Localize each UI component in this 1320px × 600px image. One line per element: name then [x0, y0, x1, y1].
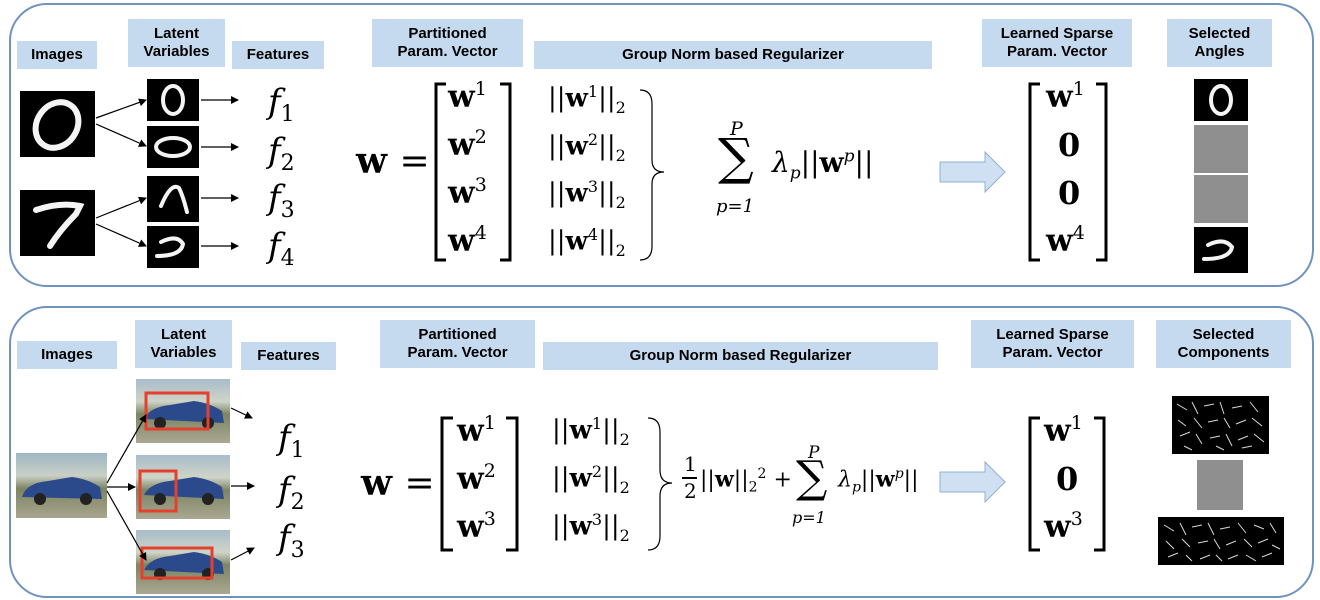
header-partitioned-vector: Partitioned Param. Vector: [380, 320, 535, 368]
group-norm-2: ||w2||2: [548, 130, 626, 165]
sum-sign: ∑: [718, 128, 754, 186]
sum-sign: ∑: [796, 452, 828, 503]
latent-car-window-2: [136, 455, 230, 519]
w-block-3: w3: [448, 174, 487, 211]
w-block-1: w1: [457, 412, 496, 449]
header-features: Features: [232, 41, 324, 69]
group-norm-1: ||w1||2: [552, 414, 630, 449]
w-block-1: w1: [448, 78, 487, 115]
header-selected-components: Selected Components: [1156, 320, 1291, 368]
sum-lower-limit: p=1: [792, 508, 826, 527]
group-norm-3: ||w3||2: [552, 510, 630, 545]
latent-rotated-zero-2: [147, 126, 199, 168]
learned-entry-zero-3: 0: [1058, 174, 1081, 212]
header-regularizer: Group Norm based Regularizer: [534, 41, 932, 69]
sum-term: λp||wp||: [772, 146, 874, 184]
learned-entry-1: w1: [1046, 78, 1085, 115]
feature-f1: f1: [268, 82, 295, 127]
header-selected-angles: Selected Angles: [1167, 19, 1272, 67]
learned-entry-4: w4: [1046, 222, 1085, 259]
feature-f4: f4: [268, 226, 295, 271]
latent-car-window-1: [136, 379, 230, 443]
header-features: Features: [241, 342, 336, 370]
learned-entry-zero-2: 0: [1056, 460, 1079, 498]
latent-rotated-seven-2: [147, 226, 199, 268]
group-norm-3: ||w3||2: [548, 177, 626, 212]
latent-rotated-seven-1: [147, 176, 199, 222]
selected-angle-empty-3: [1194, 175, 1248, 223]
w-equals: w =: [361, 462, 435, 504]
feature-f3: f3: [268, 178, 295, 223]
feature-f3: f3: [278, 518, 305, 563]
header-images: Images: [17, 341, 117, 369]
half-fraction-bar: [682, 477, 697, 479]
header-learned-sparse-vector: Learned Sparse Param. Vector: [971, 320, 1134, 368]
digit-zero-image: [20, 91, 95, 157]
latent-rotated-zero-1: [147, 79, 199, 121]
feature-f2: f2: [268, 131, 295, 176]
hog-component-1: [1172, 396, 1269, 454]
half-denominator: 2: [684, 479, 697, 503]
header-partitioned-vector: Partitioned Param. Vector: [372, 19, 523, 67]
w-block-4: w4: [448, 222, 487, 259]
digit-seven-image: [20, 190, 95, 256]
learned-entry-zero-2: 0: [1058, 126, 1081, 164]
sum-upper-limit: P: [808, 443, 820, 463]
group-norm-2: ||w2||2: [552, 462, 630, 497]
selected-angle-empty-2: [1194, 125, 1248, 173]
sum-term: λp||wp||: [838, 466, 919, 496]
l2-norm-term: ||w||22 +: [700, 466, 792, 496]
feature-f1: f1: [278, 418, 305, 463]
w-block-2: w2: [448, 126, 487, 163]
hog-component-3: [1158, 517, 1284, 565]
w-block-3: w3: [457, 508, 496, 545]
sum-upper-limit: P: [730, 118, 743, 140]
group-norm-4: ||w4||2: [548, 225, 626, 260]
feature-f2: f2: [278, 470, 305, 515]
w-equals: w =: [356, 140, 430, 182]
header-latent-variables: Latent Variables: [128, 19, 225, 67]
group-norm-1: ||w1||2: [548, 82, 626, 117]
sum-lower-limit: p=1: [716, 196, 755, 217]
header-regularizer: Group Norm based Regularizer: [543, 342, 938, 370]
selected-angle-4: [1194, 227, 1248, 273]
selected-angle-1: [1194, 79, 1248, 121]
latent-car-window-3: [136, 530, 230, 594]
half-numerator: 1: [684, 452, 697, 476]
learned-entry-1: w1: [1044, 412, 1083, 449]
header-latent-variables: Latent Variables: [135, 320, 232, 368]
selected-component-empty: [1197, 460, 1243, 510]
learned-entry-3: w3: [1044, 508, 1083, 545]
car-image: [16, 453, 107, 518]
w-block-2: w2: [457, 460, 496, 497]
header-learned-sparse-vector: Learned Sparse Param. Vector: [982, 19, 1132, 67]
header-images: Images: [17, 41, 97, 69]
